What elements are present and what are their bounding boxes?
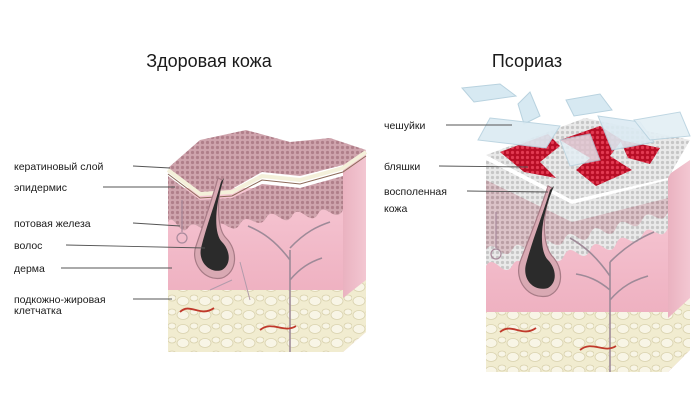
healthy-keratin-edge xyxy=(167,155,367,199)
healthy-epidermis-top xyxy=(168,130,366,192)
label-keratin-layer: кератиновый слой xyxy=(14,161,104,173)
psoriasis-blood-vessels xyxy=(569,231,655,372)
label-inflamed: восполенная xyxy=(384,186,447,198)
healthy-fat-layer xyxy=(168,290,343,352)
healthy-keratin-layer xyxy=(166,150,368,197)
scale-7 xyxy=(559,133,601,167)
healthy-small-vessels xyxy=(209,261,251,301)
healthy-side-fat xyxy=(343,280,366,352)
scale-2 xyxy=(517,91,541,125)
label-subcutaneous: подкожно-жировая xyxy=(14,294,106,306)
label-sweat-gland: потовая железа xyxy=(14,218,91,230)
title-healthy: Здоровая кожа xyxy=(146,51,272,71)
scale-3 xyxy=(565,93,613,117)
psoriasis-leader-lines xyxy=(438,124,549,193)
psoriasis-hair xyxy=(525,186,555,289)
healthy-skin-block xyxy=(166,130,368,352)
scale-4 xyxy=(477,117,561,149)
healthy-hair xyxy=(200,178,229,271)
title-psoriasis: Псориаз xyxy=(492,51,562,71)
label-subcutaneous-tissue: клетчатка xyxy=(14,305,62,317)
psoriasis-sweat-gland xyxy=(490,248,502,260)
psoriasis-fat-layer xyxy=(486,312,668,372)
label-scales: чешуйки xyxy=(384,120,425,132)
label-skin: кожа xyxy=(384,203,407,215)
healthy-leader-lines xyxy=(61,165,206,300)
psoriasis-side-fat xyxy=(668,298,690,372)
label-hair: волос xyxy=(14,240,42,252)
label-plaques: бляшки xyxy=(384,161,420,173)
label-dermis: дерма xyxy=(14,263,45,275)
scale-6 xyxy=(633,111,691,141)
psoriasis-red-vessels xyxy=(499,327,617,351)
healthy-red-vessels xyxy=(179,307,297,331)
scale-1 xyxy=(461,83,518,103)
label-epidermis: эпидермис xyxy=(14,182,67,194)
healthy-sweat-gland xyxy=(176,232,188,244)
healthy-blood-vessels xyxy=(247,221,331,352)
psoriasis-scales xyxy=(461,83,691,167)
